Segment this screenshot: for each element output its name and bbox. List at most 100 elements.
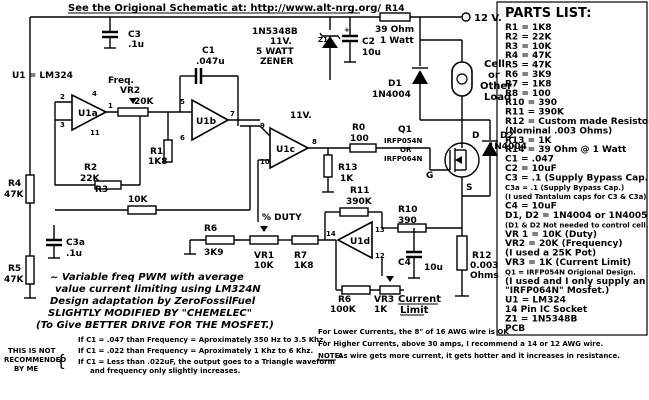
zener-z1-symbol [322, 36, 338, 48]
q1-label: Q1 [398, 125, 412, 135]
u1a-opamp [71, 93, 108, 132]
parts-list-item: (I used and I only supply an [505, 277, 645, 287]
r6b-label: R6 [338, 295, 351, 305]
d2-diode-symbol [482, 142, 498, 156]
r10-label: R10 [398, 205, 417, 215]
desc-line-2: value current limiting using LM324N [55, 284, 261, 295]
q1-part-b: IRFP064N [384, 155, 423, 163]
current-limit-label-2: Limit [400, 305, 429, 316]
r2-value: 22K [80, 174, 101, 184]
freq-note-2: If C1 = .022 than Frequency = Aproximate… [78, 347, 313, 355]
parts-list-item: R6 = 3K9 [505, 70, 552, 80]
oscillator-section: U1 = LM324 U1a 2 3 4 1 11 U1b 5 6 7 R2 2… [4, 17, 260, 299]
r8-value: 100 [350, 134, 369, 144]
parts-list-item: D1, D2 = 1N4004 or 1N4005 [505, 211, 647, 221]
description-notes: ~ Variable freq PWM with average value c… [4, 272, 620, 375]
parts-list-item: R10 = 390 [505, 98, 557, 108]
zener-part: 1N5348B [252, 27, 298, 37]
parts-list-item: R5 = 47K [505, 61, 553, 71]
parts-list-item: Q1 = IRFP054N Origional Design. [505, 268, 636, 276]
wire-u1c-in9 [259, 125, 271, 137]
r6-label: R6 [204, 224, 217, 234]
r12-unit: Ohms [470, 271, 499, 281]
parts-list-item: VR2 = 20K (Frequency) [505, 239, 623, 249]
d1-label: D1 [388, 79, 402, 89]
load-label-3: Other [480, 81, 512, 92]
d2-value: 1N4004 [488, 142, 527, 152]
wire-note-2: For Higher Currents, above 30 amps, I re… [318, 340, 603, 348]
freq-label: Freq. [108, 76, 134, 86]
r12-value: 0.003 [470, 261, 498, 271]
r11-value: 390K [346, 197, 373, 207]
wire-u1a-feedback [54, 102, 95, 186]
u1c-pin8: 8 [312, 138, 317, 146]
parts-list-item: R4 = 47K [505, 51, 553, 61]
parts-list-item: R2 = 22K [505, 32, 553, 42]
vr3-potentiometer [379, 285, 401, 295]
r12-resistor [456, 235, 468, 271]
c4-label: C4 [398, 258, 411, 268]
r12-label: R12 [472, 251, 491, 261]
output-stage: D1 1N4004 Cell or Other Load D2 1N4004 Q… [372, 17, 527, 297]
vr2-potentiometer [117, 107, 149, 117]
parts-list-item: "IRFP064N" Mosfet.) [505, 286, 609, 296]
u1d-opamp [336, 220, 373, 260]
r6b-value: 100K [330, 305, 357, 315]
r11-label: R11 [350, 186, 369, 196]
r13-resistor [323, 154, 333, 178]
parts-list-item: R7 = 1K8 [505, 79, 552, 89]
freq-note-3: If C1 = Less than .022uF, the output goe… [78, 358, 335, 366]
r7-resistor [291, 235, 319, 245]
parts-list-item: R12 = Custom made Resistor. [505, 117, 649, 127]
load-label-2: or [488, 70, 500, 81]
c4-value: 10u [424, 263, 443, 273]
c1-value: .047u [196, 57, 225, 67]
vr1-value: 10K [254, 261, 275, 271]
current-limit-label-1: Current [398, 294, 441, 305]
u1d-pin12: 12 [375, 252, 385, 260]
vr2-wiper [129, 98, 137, 104]
not-recommended-brace: { [56, 351, 66, 370]
u1c-pin10: 10 [260, 158, 270, 166]
parts-list-item: R13 = 1K [505, 136, 553, 146]
c1-label: C1 [202, 46, 215, 56]
vcc-terminal [461, 12, 471, 22]
r13-value: 1K [340, 174, 354, 184]
vr3-wiper [386, 276, 394, 282]
u1a-pin2: 2 [60, 93, 65, 101]
zener-watt: 5 WATT [256, 47, 295, 57]
load-cell-inner [456, 73, 468, 85]
zener-voltage: 11V. [270, 37, 292, 47]
r8-resistor [349, 143, 377, 153]
r14-label: R14 [385, 4, 404, 14]
zener-type: ZENER [260, 57, 293, 67]
r2-label: R2 [84, 163, 97, 173]
freq-note-1: If C1 = .047 than Frequency = Aproximate… [78, 336, 326, 344]
parts-list-item: VR3 = 1K (Current Limit) [505, 258, 631, 268]
r5-value: 47K [4, 275, 25, 285]
parts-list-item: C1 = .047 [505, 155, 554, 165]
u1d-label: U1d [350, 237, 370, 247]
u1-label: U1 = LM324 [12, 71, 73, 81]
u1a-pin3: 3 [60, 121, 65, 129]
parts-list-item: R1 = 1K8 [505, 23, 552, 33]
u1a-label: U1a [78, 109, 98, 119]
u1b-pin7: 7 [230, 110, 235, 118]
u1d-pin14: 14 [326, 230, 336, 238]
header-title: See the Origional Schematic at: http://w… [68, 3, 381, 14]
q1-pin-d: D [472, 131, 479, 141]
parts-list-item: C2 = 10uF [505, 164, 557, 174]
zener-z1-bar [319, 32, 341, 40]
c3-label: C3 [128, 30, 141, 40]
d2-label: D2 [500, 131, 514, 141]
parts-list-item: (I used a 25K Pot) [505, 249, 596, 259]
r4-label: R4 [8, 179, 21, 189]
parts-list-item: (D1 & D2 Not needed to control cell.) [505, 221, 649, 229]
load-label-4: Load [484, 92, 511, 103]
vr1-wiper [260, 226, 268, 232]
u1b-opamp [191, 98, 230, 142]
wire-note-3: As wire gets more current, it gets hotte… [338, 352, 620, 360]
q1-arrow [455, 156, 462, 164]
r6b-resistor [341, 285, 371, 295]
u1a-pin1: 1 [108, 102, 113, 110]
